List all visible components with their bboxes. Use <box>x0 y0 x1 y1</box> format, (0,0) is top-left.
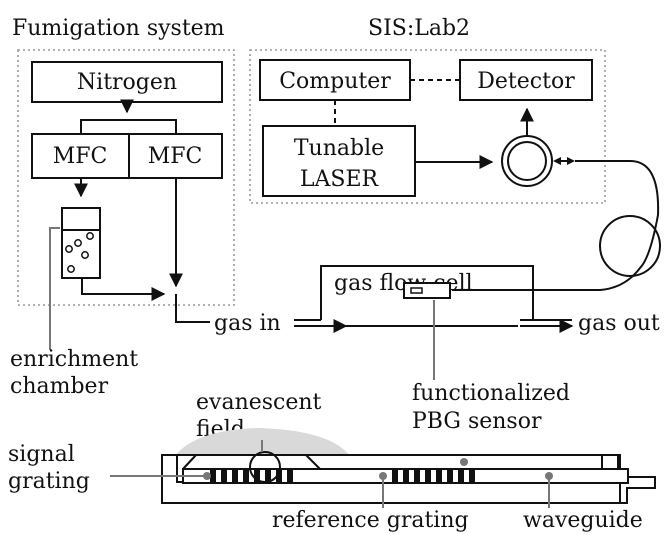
reference-grating-label: reference grating <box>272 508 469 533</box>
sis-lab-title: SIS:Lab2 <box>368 16 470 41</box>
evanescent-field-marker <box>249 451 281 483</box>
mfc-left-label: MFC <box>53 144 108 169</box>
detector-label: Detector <box>477 69 575 94</box>
gas-flow-cell-outline <box>320 265 534 320</box>
enrichment-label-line1: enrichment <box>10 347 138 372</box>
bubble-icon <box>86 232 94 240</box>
pbg-sensor-dot <box>460 458 468 466</box>
flow-cell-window-edges <box>182 454 321 470</box>
circulator-inner-ring <box>507 141 547 181</box>
nitrogen-box <box>31 61 223 103</box>
bidirectional-arrow-left <box>553 157 561 165</box>
mfc-right-label: MFC <box>148 144 203 169</box>
functionalized-label-line2: PBG sensor <box>412 409 542 434</box>
bidirectional-arrow-right <box>567 157 575 165</box>
computer-box <box>259 59 411 101</box>
signal-grating-label-line1: signal <box>8 442 75 467</box>
signal-grating-dot <box>203 472 211 480</box>
gas-out-label: gas out <box>578 311 660 336</box>
waveguide-dot <box>545 472 553 480</box>
sis-lab-frame <box>249 49 606 204</box>
bubble-icon <box>81 251 89 259</box>
fumigation-system-title: Fumigation system <box>12 16 225 41</box>
nitrogen-label: Nitrogen <box>77 70 177 95</box>
bubble-icon <box>74 239 82 247</box>
signal-grating <box>210 469 293 483</box>
nitrogen-split-line <box>80 119 177 134</box>
pbg-sensor-chip <box>403 282 451 299</box>
gas-in-label: gas in <box>214 311 281 336</box>
evanescent-label-line1: evanescent <box>196 390 322 415</box>
computer-label: Computer <box>279 69 391 94</box>
chip-end-step <box>601 454 619 470</box>
mfc-right-box <box>128 133 223 179</box>
reference-grating <box>392 469 475 483</box>
bubble-icon <box>65 245 73 253</box>
chamber-out-arrow <box>81 278 166 301</box>
bubble-icon <box>67 265 75 273</box>
laser-label-line1: Tunable <box>294 136 384 161</box>
pbg-sensor-pad <box>410 287 423 294</box>
fiber-coil-icon <box>599 215 661 277</box>
enrichment-label-line2: chamber <box>10 374 109 399</box>
functionalized-label-line1: functionalized <box>412 381 570 406</box>
waveguide-label: waveguide <box>523 508 643 533</box>
reference-grating-dot <box>379 472 387 480</box>
detector-box <box>459 59 593 101</box>
gas-in-line <box>175 294 210 323</box>
circulator-icon <box>501 135 553 187</box>
laser-label-line2: LASER <box>300 167 380 192</box>
tunable-laser-box <box>262 125 416 197</box>
optical-fiber-line <box>452 160 660 291</box>
signal-grating-label-line2: grating <box>8 469 90 494</box>
enrichment-chamber-leader <box>49 227 60 350</box>
